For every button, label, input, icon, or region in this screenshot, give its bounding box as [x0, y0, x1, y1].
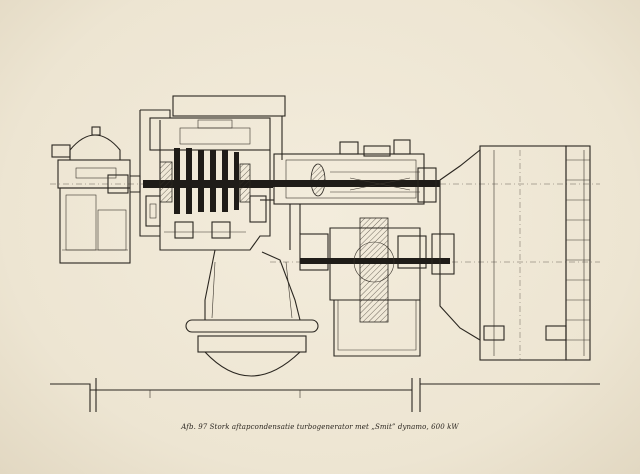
gear-wheel-and-frame — [289, 204, 455, 357]
governor-and-front-bearing — [51, 126, 141, 264]
figure-caption-text: Stork aftapcondensatie turbogenerator me… — [209, 423, 459, 431]
figure-number: Afb. 97 — [181, 423, 208, 431]
gearbox — [260, 139, 440, 205]
foundation — [50, 378, 600, 412]
turbine-rotor — [143, 148, 273, 214]
turbine-casing — [139, 95, 286, 251]
dynamo-generator — [439, 145, 591, 361]
figure-caption: Afb. 97 Stork aftapcondensatie turbogene… — [0, 423, 640, 431]
exhaust-neck — [185, 249, 319, 377]
